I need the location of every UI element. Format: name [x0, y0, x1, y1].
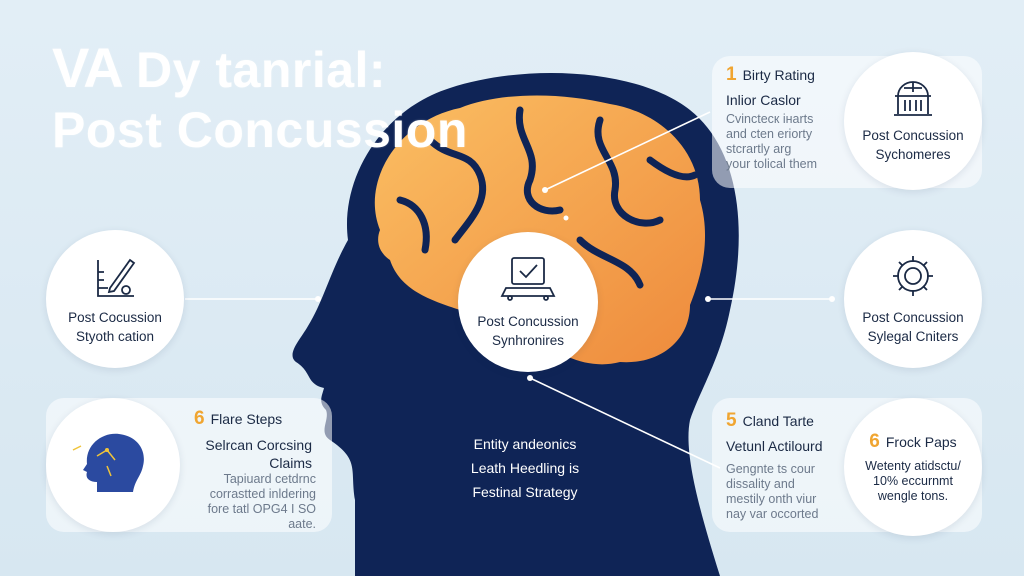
- card-bottom-left-header: 6 Flare Steps: [194, 408, 282, 430]
- card-top-title: Birty Rating: [742, 67, 815, 83]
- card-bottom-right-number: 6: [869, 430, 880, 452]
- card-top-header: 1 Birty Rating: [726, 64, 815, 86]
- title-line1: Dy tanrial:: [136, 42, 387, 98]
- node-center-line1: Post Concussion: [477, 314, 579, 329]
- center-caption: Entity andeonics Leath Heedling is Festi…: [440, 432, 610, 504]
- card-bottom-mid-header: 5 Cland Tarte: [726, 410, 814, 432]
- card-top-number: 1: [726, 64, 737, 85]
- card-bottom-left-line: aate.: [288, 517, 316, 531]
- card-bottom-right-header: 6 Frock Paps: [869, 431, 956, 453]
- center-caption-line: Entity andeonics: [473, 436, 577, 452]
- card-top-line: stcrartly arg: [726, 142, 792, 156]
- connector-dots: [315, 187, 835, 381]
- card-bottom-mid-body: Gengnte ts cour dissality and mestily on…: [726, 462, 854, 522]
- node-mid-right[interactable]: Post Concussion Sylegal Cniters: [844, 230, 982, 368]
- card-bottom-mid-line: mestily onth viur: [726, 492, 817, 506]
- card-bottom-left-subtitle-2: Claims: [269, 455, 312, 471]
- card-bottom-right-body: Wetenty atidsctu/ 10% eccurnmt wengle to…: [865, 459, 961, 504]
- node-mid-right-line1: Post Concussion: [862, 310, 964, 325]
- node-center-line2: Synhronires: [491, 333, 565, 348]
- card-top-subtitle: Inlior Caslor: [726, 92, 801, 108]
- card-bottom-left-body: Tapiuard cetdrnc corrastted inldering fo…: [190, 472, 316, 532]
- card-bottom-right-line: Wetenty atidsctu/: [865, 458, 961, 473]
- card-bottom-left-subtitle-1: Selrcan Corcsing: [205, 437, 312, 453]
- card-top-body: Cvinctecк iнarts and cten eriorty stcrar…: [726, 112, 856, 172]
- node-top-right-line2: Sychomeres: [875, 147, 951, 162]
- card-top-line: your tolical them: [726, 157, 818, 171]
- gear-icon: [893, 256, 933, 296]
- card-bottom-mid-line: nay var occorted: [726, 507, 819, 521]
- ruler-pencil-icon: [97, 258, 136, 297]
- card-bottom-mid-line: Gengnte ts cour: [726, 462, 815, 476]
- title-prefix: VA: [52, 36, 124, 99]
- card-bottom-left-title: Flare Steps: [210, 411, 283, 427]
- card-bottom-left-line: corrastted inldering: [209, 487, 316, 501]
- head-profile-icon: [72, 433, 144, 492]
- card-bottom-left-line: Tapiuard cetdrnc: [223, 472, 316, 486]
- node-top-right[interactable]: Post Concussion Sychomeres: [844, 52, 982, 190]
- card-bottom-mid-number: 5: [726, 410, 737, 431]
- center-caption-line: Leath Heedling is: [470, 460, 580, 476]
- card-bottom-left-number: 6: [194, 408, 205, 429]
- center-caption-line: Festinal Strategy: [472, 484, 578, 500]
- card-top-line: Cvinctecк iнarts: [726, 112, 814, 126]
- node-mid-left-line2: Styoth cation: [75, 329, 155, 344]
- brain-shape: [374, 95, 706, 365]
- page-title: VA Dy tanrial: Post Concussion: [52, 38, 468, 160]
- card-bottom-left-subtitle: Selrcan Corcsing Claims: [194, 436, 312, 472]
- card-bottom-left-line: fore tatl OPG4 I SO: [207, 502, 316, 516]
- building-icon: [894, 81, 932, 116]
- node-mid-left[interactable]: Post Cocussion Styoth cation: [46, 230, 184, 368]
- laptop-check-icon: [500, 257, 556, 301]
- card-top-line: and cten eriorty: [726, 127, 813, 141]
- title-line2: Post Concussion: [52, 102, 468, 158]
- card-bottom-mid-title: Cland Tarte: [742, 413, 814, 429]
- node-center[interactable]: Post Concussion Synhronires: [458, 232, 598, 372]
- node-bottom-right[interactable]: 6 Frock Paps Wetenty atidsctu/ 10% eccurn…: [844, 398, 982, 536]
- connector-lines: [185, 111, 832, 469]
- card-bottom-right-line: wengle tons.: [877, 488, 949, 503]
- node-mid-left-line1: Post Cocussion: [68, 310, 162, 325]
- card-bottom-mid-subtitle: Vetunl Actilourd: [726, 438, 823, 454]
- node-mid-right-line2: Sylegal Cniters: [867, 329, 959, 344]
- card-bottom-mid-line: dissality and: [726, 477, 795, 491]
- node-bottom-left[interactable]: [46, 398, 180, 532]
- card-bottom-right-title: Frock Paps: [885, 433, 957, 450]
- node-top-right-line1: Post Concussion: [862, 128, 964, 143]
- card-bottom-right-line: 10% eccurnmt: [873, 473, 953, 488]
